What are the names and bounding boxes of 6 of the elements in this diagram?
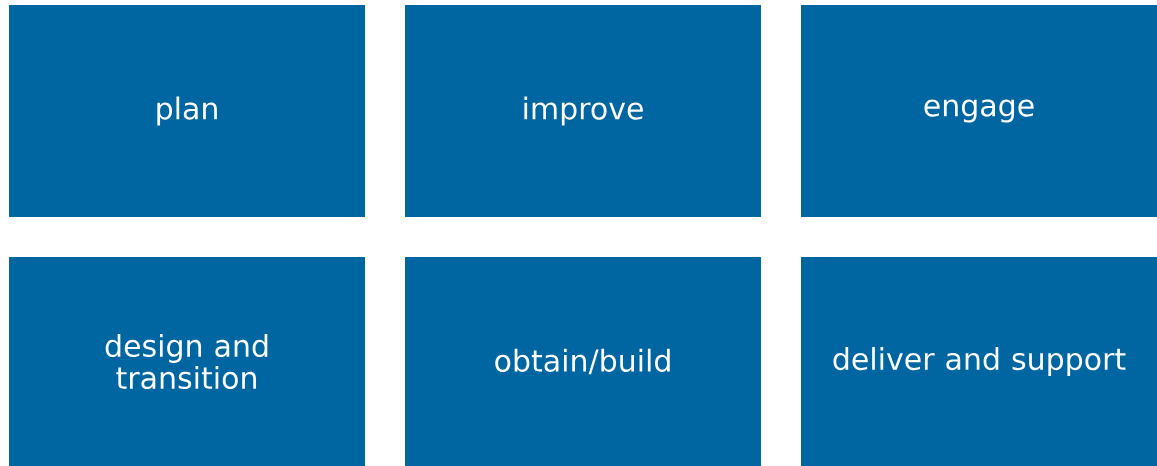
process-box: obtain/build	[405, 257, 761, 466]
process-box: engage	[801, 5, 1157, 217]
process-box: plan	[9, 5, 365, 217]
process-box: deliver and support	[801, 257, 1157, 466]
process-box: improve	[405, 5, 761, 217]
process-box: design and transition	[9, 257, 365, 466]
